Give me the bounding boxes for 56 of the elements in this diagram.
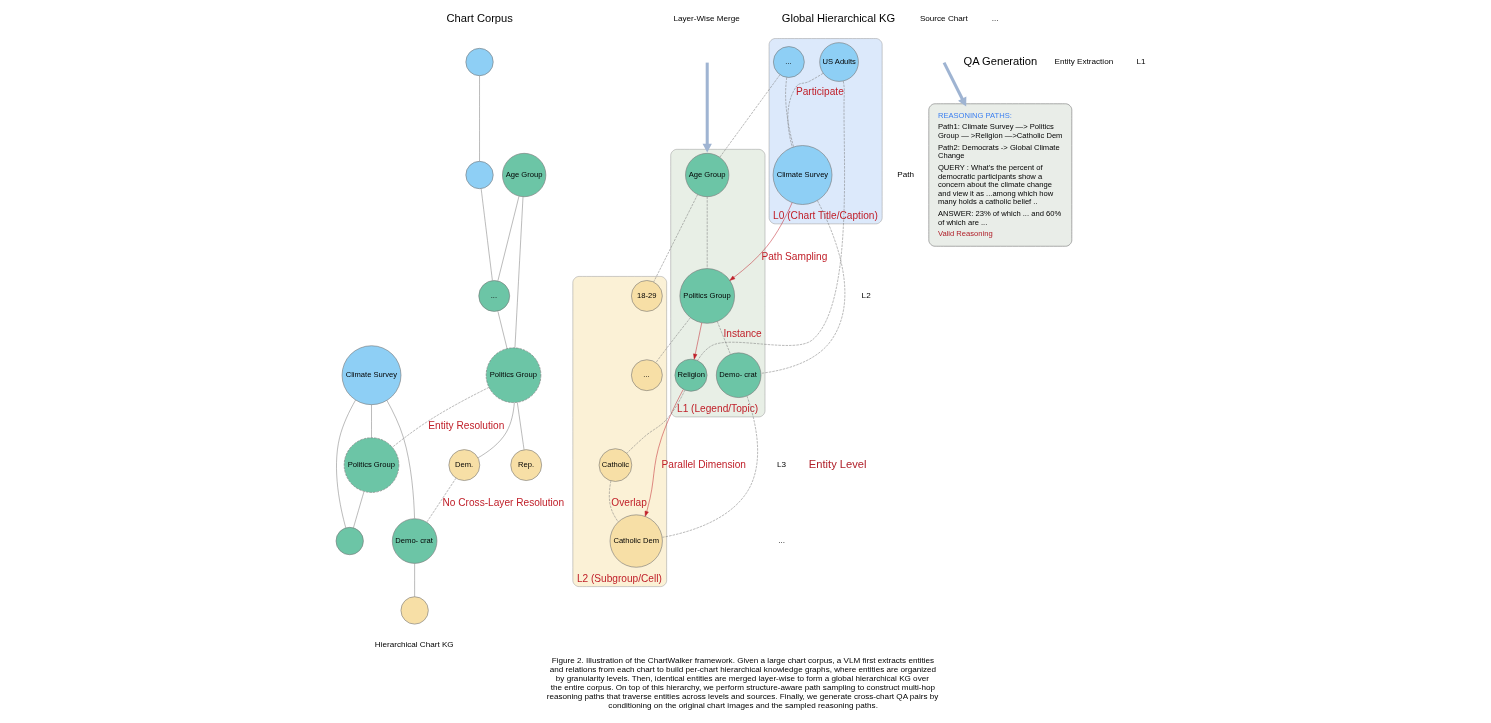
connector (626, 390, 686, 454)
label: QA Generation (963, 54, 1038, 67)
connector (662, 395, 758, 538)
node-circle (465, 48, 494, 77)
label: Entity Extraction (1054, 56, 1114, 66)
caption: Figure 2. Illustration of the ChartWalker framework. Given a large chart corpus, a VLM first extracts entities and relations from each chart to build per-chart hierarchical knowledge graphs, where entities are organized by granularity levels. Then, identical entities are merged layer-wise to form a global hierarchical KG over the entire corpus. On top of this hierarchy, we perform structure-aware path sampling to construct multi-hop reasoning paths that traverse entities across levels and sources. Finally, we generate cross-chart QA pairs by conditioning on the original chart images and the sampled reasoning paths. (546, 655, 939, 711)
edge-label: Instance (723, 328, 762, 340)
edge-label: Overlap (611, 497, 647, 509)
label: ... (778, 535, 785, 545)
connector (336, 399, 356, 529)
node-circle (335, 527, 364, 556)
arrow (693, 322, 702, 360)
label: Hierarchical Chart KG (374, 639, 454, 649)
connector (479, 75, 480, 162)
connector (517, 402, 525, 450)
connector (426, 477, 457, 523)
connector (480, 188, 493, 281)
connector (706, 196, 708, 269)
arrow (702, 62, 712, 153)
arrow (729, 202, 793, 281)
connector (497, 310, 508, 349)
label: Chart Corpus (446, 12, 513, 25)
node-circle (465, 161, 494, 189)
connector (371, 404, 372, 438)
label: Entity Level (808, 457, 867, 470)
connector (609, 480, 619, 523)
node-circle (400, 596, 429, 625)
label: L3 (776, 460, 786, 470)
connector (477, 402, 515, 459)
connector (787, 73, 824, 148)
connector (386, 400, 415, 519)
connector (392, 387, 490, 448)
label: Global Hierarchical KG (781, 12, 896, 25)
arrow (942, 61, 967, 107)
connector (653, 194, 698, 283)
label: Source Chart (919, 14, 968, 24)
edge-label: Entity Resolution (428, 420, 505, 432)
label: L1 (1136, 56, 1146, 66)
connector (719, 74, 781, 158)
label: Layer-Wise Merge (673, 14, 740, 24)
connector (497, 195, 520, 281)
edge-label: Parallel Dimension (661, 458, 746, 470)
label: L2 (861, 290, 871, 300)
label: ... (991, 14, 999, 24)
connector (760, 200, 846, 374)
edge-label: Participate (795, 86, 844, 98)
arrow (644, 389, 684, 517)
connector (353, 491, 365, 529)
edge-label: No Cross-Layer Resolution (442, 497, 565, 509)
connector (655, 317, 691, 363)
label: Path (897, 169, 915, 179)
connector (717, 321, 731, 355)
connector (514, 196, 524, 349)
connector (785, 77, 794, 148)
connector (414, 563, 415, 597)
connector (697, 80, 845, 361)
